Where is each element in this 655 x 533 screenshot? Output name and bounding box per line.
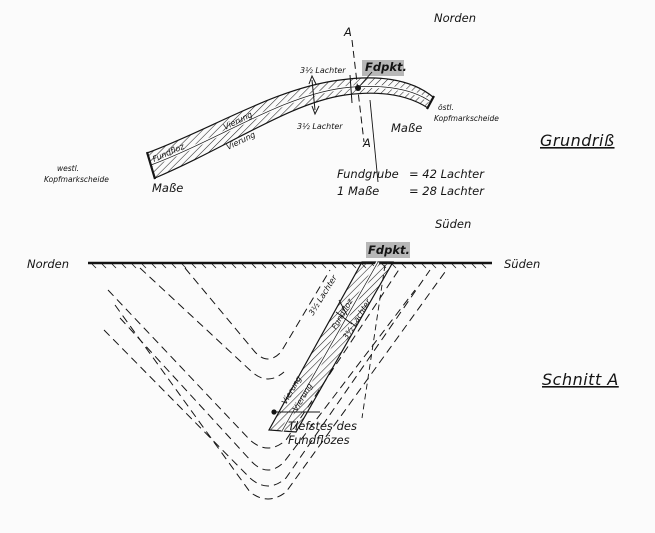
grundriss-plan: Norden A A Fdpkt. 3½ Lachter 3½ Lachter … <box>44 11 615 231</box>
plan-masse-left: Maße <box>152 181 183 195</box>
schnitt-title: Schnitt A <box>542 370 619 389</box>
plan-south-label: Süden <box>435 217 471 231</box>
plan-north-label: Norden <box>434 11 476 25</box>
section-line-a <box>351 39 365 143</box>
plan-lachter-upper: 3½ Lachter <box>300 66 346 75</box>
tiefstes-label-1: Tiefstes des <box>288 419 357 433</box>
kopfmarkscheide-west-1: westl. <box>57 164 79 173</box>
measure-fundgrube-label: Fundgrube <box>337 167 399 181</box>
section-fundpunkt-label: Fdpkt. <box>368 243 410 257</box>
kopfmarkscheide-east-1: östl. <box>438 103 454 112</box>
plan-fundpunkt-label: Fdpkt. <box>365 60 407 74</box>
kopfmarkscheide-east-2: Kopfmarkscheide <box>434 114 499 123</box>
fundpunkt-marker-plan <box>362 60 404 76</box>
measure-masse-value: = 28 Lachter <box>409 184 485 198</box>
section-lachter-upper: 3½ Lachter <box>307 273 339 317</box>
section-marker-bottom: A <box>362 136 371 150</box>
kopfmarkscheide-west-2: Kopfmarkscheide <box>44 175 109 184</box>
grundriss-title: Grundriß <box>540 131 615 150</box>
section-north-label: Norden <box>27 257 69 271</box>
tiefstes-label-2: Fundflözes <box>288 433 350 447</box>
measure-fundgrube-value: = 42 Lachter <box>409 167 485 181</box>
syncline-layers <box>103 267 446 500</box>
measure-masse-label: 1 Maße <box>337 184 379 198</box>
fundpunkt-marker-section <box>366 242 410 258</box>
plan-lachter-lower: 3½ Lachter <box>297 122 343 131</box>
schnitt-section: Norden Süden Fdpkt. 3½ Lachter 3½ Lachte… <box>27 242 619 500</box>
plan-masse-right: Maße <box>391 121 422 135</box>
section-marker-top: A <box>343 25 352 39</box>
section-south-label: Süden <box>504 257 540 271</box>
